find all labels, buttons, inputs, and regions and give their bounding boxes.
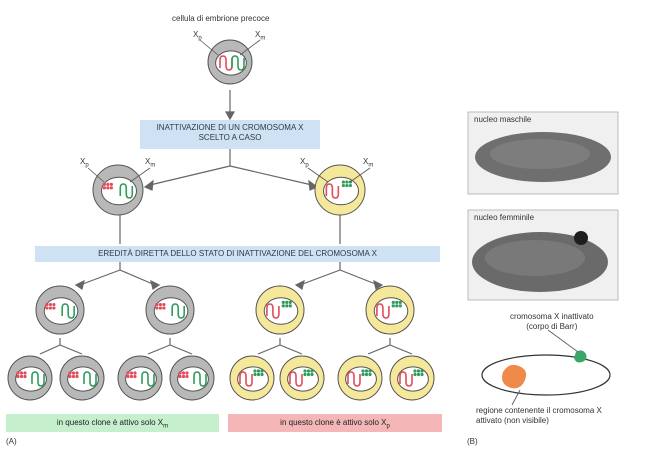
- label-xm-top-text: X: [255, 30, 261, 39]
- cell-gen2-gray-0: [35, 285, 85, 335]
- banner-inactivation-line1: INATTIVAZIONE DI UN CROMOSOMA X: [156, 123, 304, 132]
- nucleus-male: [467, 111, 619, 195]
- barr-body: [574, 231, 588, 245]
- cell-gen3-yellow-0: [229, 355, 275, 401]
- label-xp-right-sub: p: [305, 162, 309, 169]
- cell-gen3-yellow-3: [389, 355, 435, 401]
- label-xp-top-text: X: [193, 30, 199, 39]
- cell-gen3-yellow-2: [337, 355, 383, 401]
- nucleus-schema: [481, 329, 611, 406]
- cells-layer: [7, 39, 435, 401]
- label-xm-left-sub: m: [150, 162, 156, 169]
- label-xp-right-text: X: [300, 157, 306, 166]
- barr-label-line2: (corpo di Barr): [526, 322, 578, 331]
- label-xp-left-text: X: [80, 157, 86, 166]
- banner-inheritance-text: EREDITÀ DIRETTA DELLO STATO DI INATTIVAZ…: [98, 249, 377, 258]
- label-xp-left-sub: p: [85, 162, 89, 169]
- cell-gen3-gray-2: [117, 355, 163, 401]
- clone-left-text: in questo clone è attivo solo X: [56, 418, 164, 427]
- cell-right: [314, 164, 366, 216]
- cell-left: [92, 164, 144, 216]
- region-label: regione contenente il cromosoma X attiva…: [476, 406, 602, 426]
- label-xm-right-sub: m: [368, 162, 374, 169]
- cell-gen3-yellow-1: [279, 355, 325, 401]
- banner-inactivation-line2: SCELTO A CASO: [198, 133, 262, 142]
- panel-b-label: (B): [467, 437, 478, 446]
- clone-left: in questo clone è attivo solo Xm: [6, 414, 219, 432]
- top-label: cellula di embrione precoce: [172, 14, 270, 23]
- panel-a-label: (A): [6, 437, 17, 446]
- clone-right-text: in questo clone è attivo solo X: [280, 418, 387, 427]
- label-xm-left: Xm: [145, 157, 155, 169]
- label-xm-right: Xm: [363, 157, 373, 169]
- label-xp-right: Xp: [300, 157, 309, 169]
- region-label-line2: attivato (non visibile): [476, 416, 549, 425]
- nucleo-maschile-label: nucleo maschile: [474, 115, 532, 124]
- cell-gen2-yellow-1: [365, 285, 415, 335]
- barr-label: cromosoma X inattivato (corpo di Barr): [510, 312, 594, 332]
- cell-gen2-gray-1: [145, 285, 195, 335]
- barr-label-line1: cromosoma X inattivato: [510, 312, 594, 321]
- banner-inheritance: EREDITÀ DIRETTA DELLO STATO DI INATTIVAZ…: [35, 246, 440, 262]
- cell-gen2-yellow-0: [255, 285, 305, 335]
- region-label-line1: regione contenente il cromosoma X: [476, 406, 602, 415]
- label-xm-top: Xm: [255, 30, 265, 42]
- banner-inactivation: INATTIVAZIONE DI UN CROMOSOMA X SCELTO A…: [140, 120, 320, 149]
- clone-left-sub: m: [163, 423, 169, 430]
- label-xp-top-sub: p: [198, 35, 202, 42]
- label-xp-top: Xp: [193, 30, 202, 42]
- label-xm-left-text: X: [145, 157, 151, 166]
- nucleus-female: [467, 209, 619, 301]
- label-xm-top-sub: m: [260, 35, 266, 42]
- label-xm-right-text: X: [363, 157, 369, 166]
- nucleo-femminile-label: nucleo femminile: [474, 213, 535, 222]
- cell-gen3-gray-1: [59, 355, 105, 401]
- cell-embryo: [207, 39, 253, 85]
- cell-gen3-gray-0: [7, 355, 53, 401]
- arrows: [39, 90, 413, 355]
- clone-right: in questo clone è attivo solo Xp: [228, 414, 442, 432]
- cell-gen3-gray-3: [169, 355, 215, 401]
- label-xp-left: Xp: [80, 157, 89, 169]
- clone-right-sub: p: [386, 423, 390, 430]
